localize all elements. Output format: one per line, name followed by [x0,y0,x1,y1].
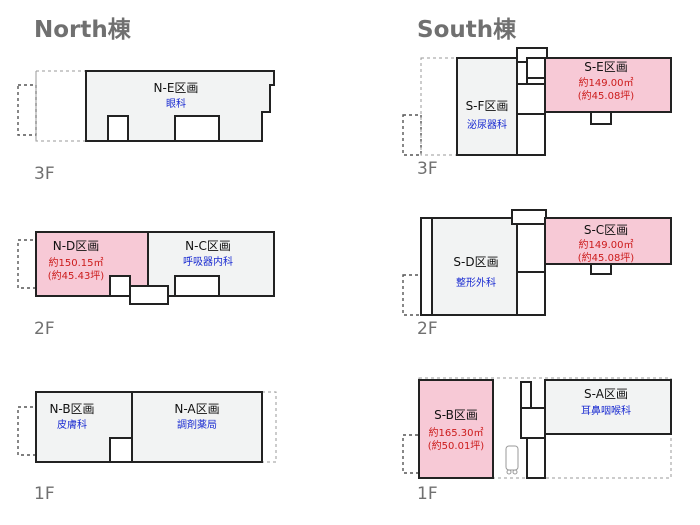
north-1f-plan: N-B区画 皮膚科 N-A区画 調剤薬局 [17,391,277,463]
south-3f-stair-2 [526,57,546,79]
south-building-title: South棟 [417,17,517,43]
south-1f-core [520,407,546,439]
zone-sc-tsubo: (約45.08坪) [578,251,635,264]
south-2f-west-strip [420,217,433,316]
north-1f-core-1 [109,437,133,463]
south-floor-label-2f: 2F [417,319,438,339]
south-1f-stair-1 [520,381,532,409]
zone-na[interactable] [131,391,263,463]
south-3f-core-lower [516,113,546,156]
zone-ne-name: N-E区画 [154,81,199,95]
zone-sc-area: 約149.00㎡ [579,238,634,251]
south-3f-balcony [420,57,458,156]
north-2f-plan: N-D区画 約150.15㎡ (約45.43坪) N-C区画 呼吸器内科 [17,231,275,305]
north-3f-plan: N-E区画 眼科 [17,70,275,142]
zone-nb-name: N-B区画 [49,402,94,416]
north-floor-label-1f: 1F [34,484,55,504]
south-1f-core-lower [526,437,546,479]
zone-sa[interactable] [544,379,672,435]
north-2f-core-3 [174,275,220,297]
zone-sc[interactable] [544,217,672,265]
zone-na-name: N-A区画 [174,402,219,416]
north-3f-balcony [35,70,87,142]
zone-nd-tsubo: (約45.43坪) [48,269,105,282]
zone-ne[interactable] [85,70,275,142]
zone-sa-name: S-A区画 [584,387,628,401]
zone-nd-area: 約150.15㎡ [49,256,104,269]
north-building-title: North棟 [34,17,132,43]
south-1f-annex-outline [402,434,420,474]
zone-se-area: 約149.00㎡ [579,76,634,89]
south-3f-stair-1 [516,61,528,85]
north-floor-label-3f: 3F [34,164,55,184]
car-icon [505,445,519,471]
south-3f-plan: S-F区画 泌尿器科 S-E区画 約149.00㎡ (約45.08坪) [402,47,672,156]
south-1f-plan: S-B区画 約165.30㎡ (約50.01坪) S-A区画 耳鼻咽喉科 [402,377,672,479]
zone-sb-name: S-B区画 [434,408,478,422]
zone-sf-name: S-F区画 [466,99,509,113]
north-3f-core-2 [174,115,220,142]
south-2f-core [516,223,546,273]
zone-sb-area: 約165.30㎡ [429,426,484,439]
zone-sd-name: S-D区画 [453,255,498,269]
zone-na-dept: 調剤薬局 [177,418,217,431]
north-3f-annex-outline [17,84,37,136]
north-2f-core-2 [129,285,169,305]
zone-sd-dept: 整形外科 [456,276,496,289]
zone-se[interactable] [544,57,672,113]
north-2f-annex-outline [17,239,37,289]
north-1f-east-outline [261,391,277,463]
zone-sa-dept: 耳鼻咽喉科 [581,404,631,417]
zone-sc-name: S-C区画 [584,223,628,237]
south-3f-se-notch [590,111,612,125]
south-2f-sc-notch [590,263,612,275]
south-floor-label-3f: 3F [417,159,438,179]
zone-se-tsubo: (約45.08坪) [578,89,635,102]
zone-nb-dept: 皮膚科 [57,418,87,431]
zone-ne-dept: 眼科 [166,97,186,110]
north-1f-annex-outline [17,406,37,456]
zone-sb-tsubo: (約50.01坪) [428,439,485,452]
zone-sf-dept: 泌尿器科 [467,118,507,131]
south-2f-stair-top [511,209,547,225]
south-3f-core [516,83,546,115]
north-2f-core-1 [109,275,131,297]
zone-se-name: S-E区画 [584,60,628,74]
zone-nc-name: N-C区画 [185,239,231,253]
south-2f-core-lower [516,271,546,316]
north-floor-label-2f: 2F [34,319,55,339]
zone-nc-dept: 呼吸器内科 [183,255,233,268]
south-2f-plan: S-D区画 整形外科 S-C区画 約149.00㎡ (約45.08坪) [402,209,672,316]
south-3f-annex-outline [402,114,422,156]
zone-sf[interactable] [456,57,518,156]
south-floor-label-1f: 1F [417,484,438,504]
zone-nd-name: N-D区画 [53,239,100,253]
south-2f-annex-outline [402,274,422,316]
north-3f-core-1 [107,115,129,142]
zone-sb[interactable] [418,379,494,479]
